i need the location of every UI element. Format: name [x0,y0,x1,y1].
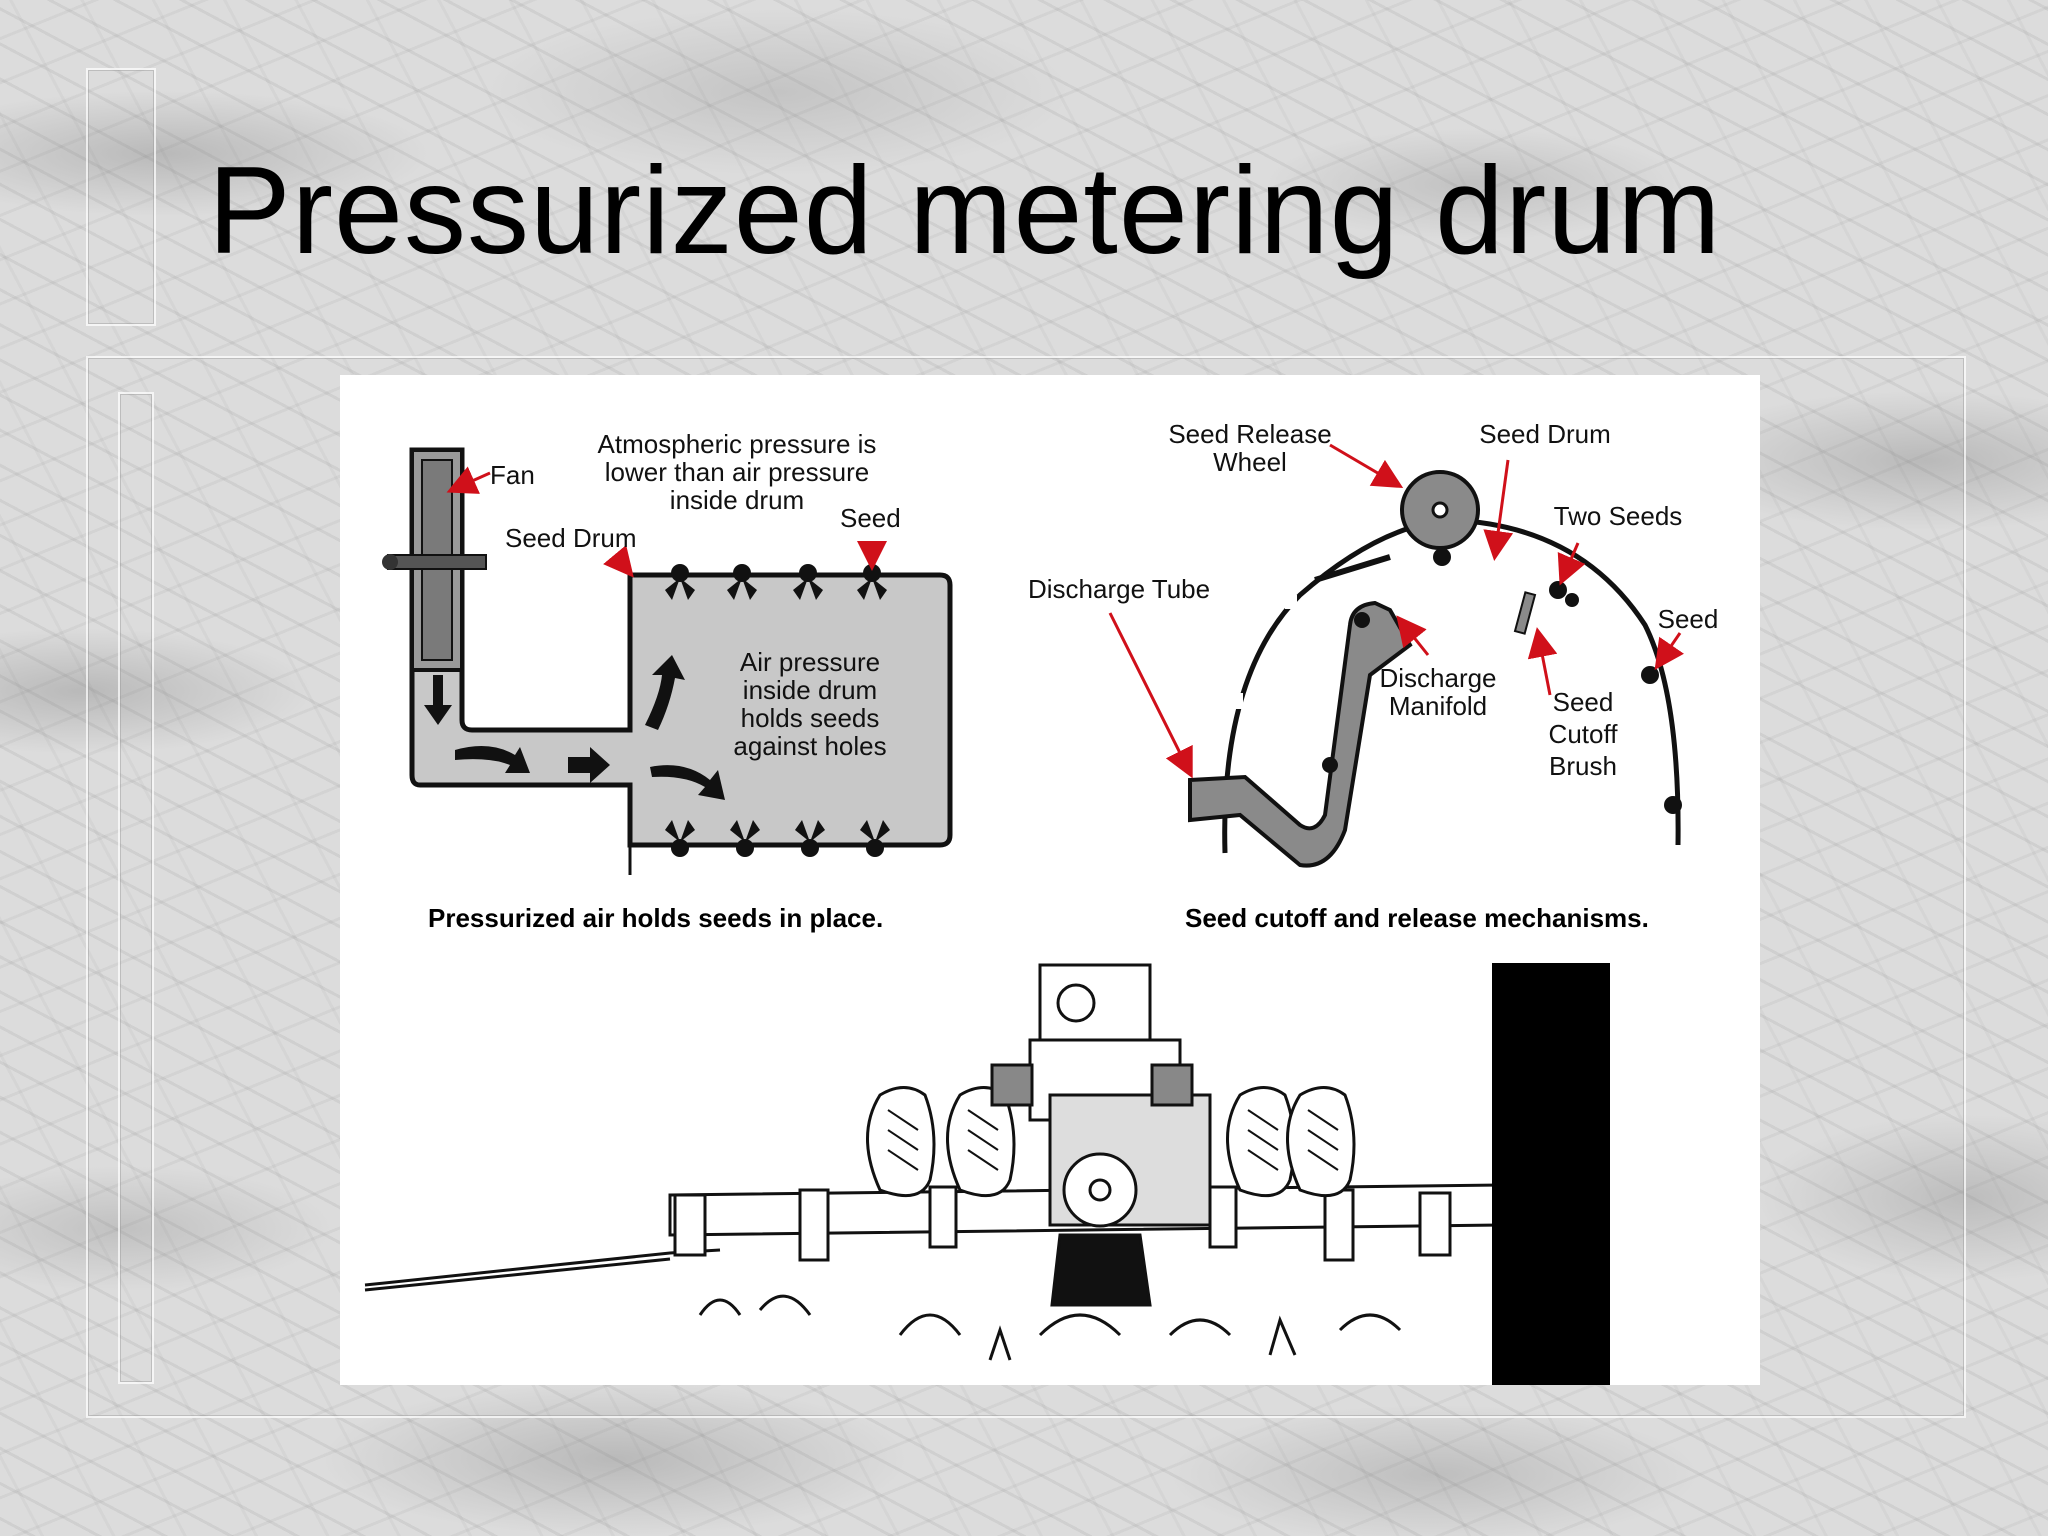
label-cutoff-2: Cutoff [1549,719,1619,749]
content-accent-frame [118,392,154,1384]
label-air-3: holds seeds [741,703,880,733]
label-two-seeds: Two Seeds [1554,501,1683,531]
label-air-4: against holes [733,731,886,761]
seeds-top [665,564,887,600]
label-seed-drum-right: Seed Drum [1479,419,1611,449]
label-air-2: inside drum [743,675,877,705]
label-discharge-manifold-1: Discharge [1379,663,1496,693]
label-atmospheric-2: lower than air pressure [605,457,869,487]
label-seed-left: Seed [840,503,901,533]
label-atmospheric-3: inside drum [670,485,804,515]
label-fan: Fan [490,460,535,490]
cutoff-release-diagram: Seed Release Wheel Seed Drum Two Seeds D… [1028,419,1718,933]
label-atmospheric-1: Atmospheric pressure is [598,429,877,459]
air-duct-and-drum [409,447,953,848]
caption-right: Seed cutoff and release mechanisms. [1185,903,1649,933]
slide-title: Pressurized metering drum [208,142,1722,280]
label-seed-release-1: Seed Release [1168,419,1331,449]
diagram-svg: Fan Atmospheric pressure is lower than a… [364,419,1718,1385]
label-seed-right: Seed [1658,604,1719,634]
label-cutoff-3: Brush [1549,751,1617,781]
discharge-tube [1188,600,1413,868]
label-cutoff-1: Seed [1553,687,1614,717]
airflow-arrows [424,655,725,800]
label-seed-drum-left: Seed Drum [505,523,637,553]
seed-cutoff-brush [1513,591,1537,635]
diagram-image: Fan Atmospheric pressure is lower than a… [340,375,1760,1385]
seeds-bottom [665,820,890,857]
tractor-planter-illustration [364,963,1502,1361]
label-seed-release-2: Wheel [1213,447,1287,477]
air-pressure-diagram: Fan Atmospheric pressure is lower than a… [382,429,953,933]
title-accent-frame [86,68,156,326]
black-bar [1492,963,1610,1385]
label-air-1: Air pressure [740,647,880,677]
label-discharge-tube: Discharge Tube [1028,574,1210,604]
caption-left: Pressurized air holds seeds in place. [428,903,883,933]
label-discharge-manifold-2: Manifold [1389,691,1487,721]
content-outer-frame [86,356,1966,1418]
